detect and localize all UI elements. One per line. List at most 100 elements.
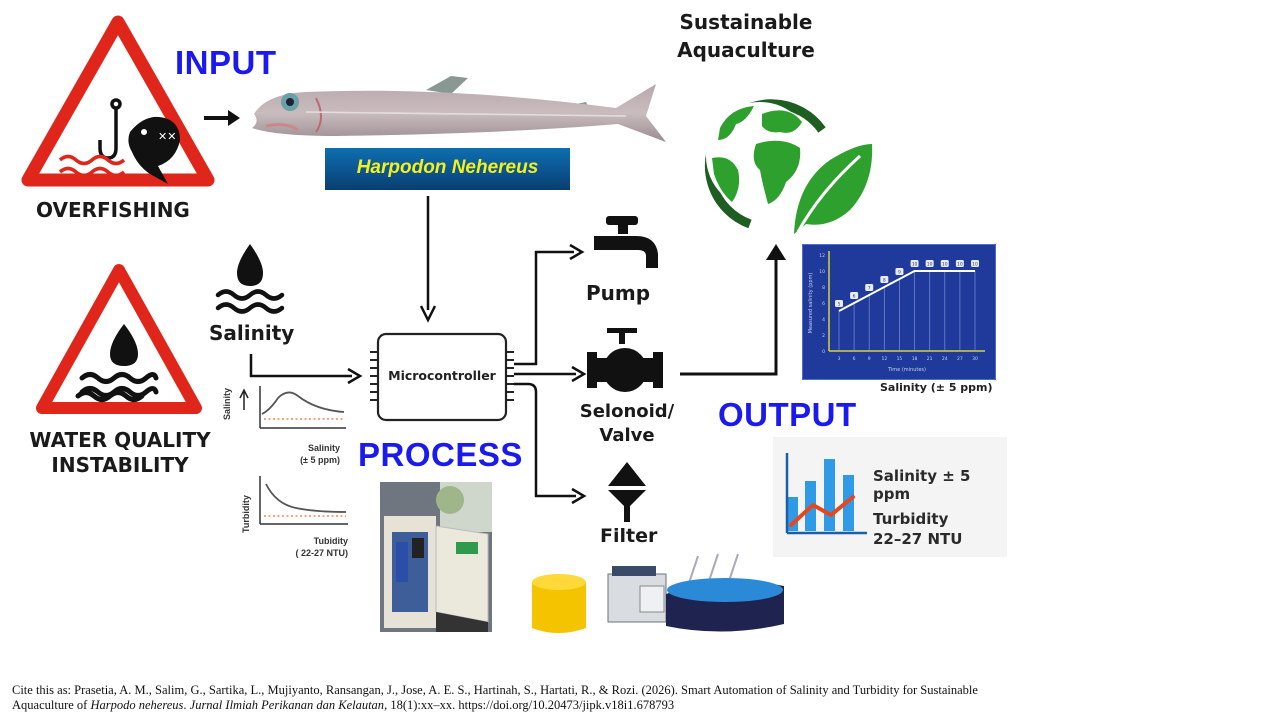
chart-x-tick-label: 3 [838,356,841,362]
salinity-mini-chart [239,386,346,429]
chart-x-tick-label: 18 [912,356,918,362]
pump-label: Pump [586,281,651,305]
salinity-mini-caption-line1: Salinity [307,443,340,453]
valve-label: Selonoid/ Valve [572,400,682,448]
output-chart-caption: Salinity (± 5 ppm) [880,381,993,394]
salinity-sensor-icon [215,244,285,314]
chart-y-tick-label: 8 [822,285,825,291]
chart-data-label-box [895,268,904,275]
bar-line-chart-icon [785,453,867,535]
turbidity-mini-caption-line2: ( 22-27 NTU) [295,548,348,558]
chart-data-label: 7 [868,286,871,292]
chart-x-tick-label: 15 [897,356,903,362]
water-drop-icon [110,324,138,366]
filter-label: Filter [600,525,658,547]
turbidity-mini-ylabel: Turbidity [241,495,251,533]
fish-icon: ✕✕ [128,116,180,184]
chart-y-tick-label: 0 [822,349,825,355]
overfishing-warning-icon: ✕✕ [21,15,215,187]
svg-text:✕✕: ✕✕ [158,130,176,143]
chart-data-label-box [880,276,889,283]
chart-data-label-box [940,260,949,267]
chart-y-tick-label: 2 [822,333,825,339]
citation-prefix: Cite this as: Prasetia, A. M., Salim, G.… [12,683,978,712]
control-box-photo [380,482,492,632]
valve-label-line1: Selonoid/ [579,401,675,422]
turbidity-result-label: Turbidity 22–27 NTU [873,509,962,549]
stage-input-title: INPUT [175,44,277,81]
water-waves-icon-lower [75,390,145,402]
controller-output-arrows [514,243,587,505]
pump-faucet-icon [594,216,658,268]
turbidity-mini-chart [259,476,348,525]
chart-data-label-box [835,300,843,307]
chart-x-tick-label: 21 [927,356,933,362]
arrow-to-sustainable [680,244,786,376]
species-label: Harpodon Nehereus [356,157,539,178]
chart-x-tick-label: 24 [942,356,948,362]
chart-y-tick-label: 12 [819,253,825,259]
valve-label-line2: Valve [599,425,655,446]
citation-mid: . [183,698,190,712]
turbidity-result-line2: 22–27 NTU [873,530,963,548]
chart-x-tick-label: 30 [972,356,978,362]
chart-data-label: 10 [972,262,978,268]
microcontroller-chip-icon [370,332,514,422]
chart-data-label: 10 [957,262,963,268]
chart-y-tick-label: 4 [822,317,825,323]
turbidity-result-line1: Turbidity [873,510,949,528]
salinity-mini-ylabel: Salinity [222,387,232,420]
species-label-banner: Harpodon Nehereus [325,148,570,190]
chart-x-tick-label: 12 [881,356,887,362]
turbidity-mini-caption: Tubidity ( 22-27 NTU) [266,535,348,559]
sustainable-aquaculture-title: Sustainable Aquaculture [676,8,816,64]
arrow-fish-to-controller [419,196,437,323]
chart-y-axis-label: Measured salinity (ppm) [808,273,814,334]
chart-data-label: 6 [853,294,856,300]
arrow-to-fish [204,110,240,126]
sustainable-line2: Aquaculture [677,38,815,62]
salinity-mini-caption: Salinity (± 5 ppm) [280,442,340,466]
salinity-sensor-label: Salinity [209,321,295,345]
chart-data-label: 10 [927,262,933,268]
citation-suffix: , 18(1):xx–xx. https://doi.org/10.20473/… [384,698,675,712]
filter-funnel-icon [608,462,646,522]
chart-data-label: 5 [838,302,841,308]
microcontroller-label: Microcontroller [388,368,496,383]
overfishing-label: OVERFISHING [36,198,190,222]
solenoid-valve-icon [587,328,663,392]
chart-x-axis-label: Time (minutes) [887,367,926,373]
sustainable-line1: Sustainable [679,10,813,34]
chart-x-tick-label: 27 [957,356,963,362]
citation-text: Cite this as: Prasetia, A. M., Salim, G.… [12,683,1022,713]
citation-species: Harpodo nehereus [90,698,184,712]
turbidity-mini-caption-line1: Tubidity [313,536,348,546]
chart-data-label-box [971,260,979,267]
chart-data-label: 8 [883,278,886,284]
water-quality-label: WATER QUALITY INSTABILITY [20,428,220,478]
salinity-result-label: Salinity ± 5 ppm [873,467,971,503]
chart-data-label-box [910,260,919,267]
water-quality-line2: INSTABILITY [51,453,189,477]
waves-icon [58,154,126,178]
chart-data-label-box [865,284,874,291]
chart-data-label: 10 [942,262,948,268]
stage-process-title: PROCESS [358,436,523,473]
citation-journal: Jurnal Ilmiah Perikanan dan Kelautan [189,698,385,712]
output-result-panel: Salinity ± 5 ppm Turbidity 22–27 NTU [773,437,1007,557]
stage-output-title: OUTPUT [718,396,857,433]
chart-series-line [838,270,975,312]
chart-y-tick-label: 10 [819,269,825,275]
salinity-mini-caption-line2: (± 5 ppm) [300,455,340,465]
chart-x-tick-label: 9 [868,356,871,362]
up-arrow-icon [239,388,249,410]
chart-data-label: 10 [912,262,918,268]
water-quality-warning-icon [36,264,202,414]
aquaculture-system-photo [532,553,784,633]
chart-x-tick-label: 6 [853,356,856,362]
arrow-salinity-to-controller [249,354,363,385]
water-waves-icon [79,372,159,398]
eco-globe-leaf-icon [704,99,873,234]
